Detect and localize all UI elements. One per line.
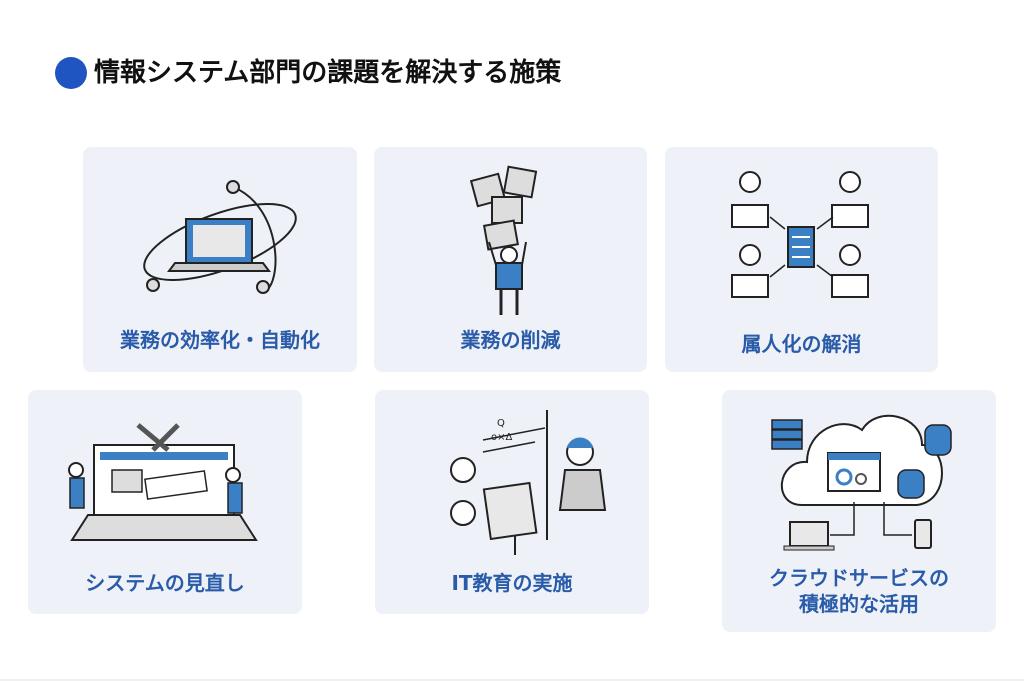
card-efficiency-automation: 業務の効率化・自動化 — [83, 147, 357, 372]
cloud-services-icon — [771, 414, 952, 551]
card-label: 属人化の解消 — [741, 332, 862, 356]
card-label-line1: クラウドサービスの — [769, 566, 949, 590]
card-label-line2: 積極的な活用 — [799, 592, 919, 616]
teacher-whiteboard-icon: Q o×Δ — [450, 410, 607, 555]
card-system-review: システムの見直し — [28, 390, 302, 614]
card-label: IT教育の実施 — [451, 571, 573, 595]
people-sharing-server-icon — [731, 171, 869, 298]
title-bullet-icon — [55, 57, 87, 89]
person-lifting-boxes-icon — [469, 165, 538, 315]
svg-text:o×Δ: o×Δ — [491, 432, 512, 443]
divider — [0, 679, 1024, 681]
card-it-education: Q o×Δ IT教育の実施 — [375, 390, 649, 614]
laptop-orbit-icon — [143, 180, 297, 294]
card-label: システムの見直し — [85, 571, 245, 595]
workers-repairing-computer-icon — [68, 423, 258, 541]
svg-text:Q: Q — [497, 418, 505, 429]
card-eliminate-dependency: 属人化の解消 — [665, 147, 938, 372]
card-cloud-services: クラウドサービスの 積極的な活用 — [722, 390, 996, 632]
card-label: 業務の効率化・自動化 — [120, 328, 320, 352]
page-title: 情報システム部門の課題を解決する施策 — [94, 58, 562, 88]
card-work-reduction: 業務の削減 — [374, 147, 647, 372]
card-label: 業務の削減 — [460, 328, 561, 352]
